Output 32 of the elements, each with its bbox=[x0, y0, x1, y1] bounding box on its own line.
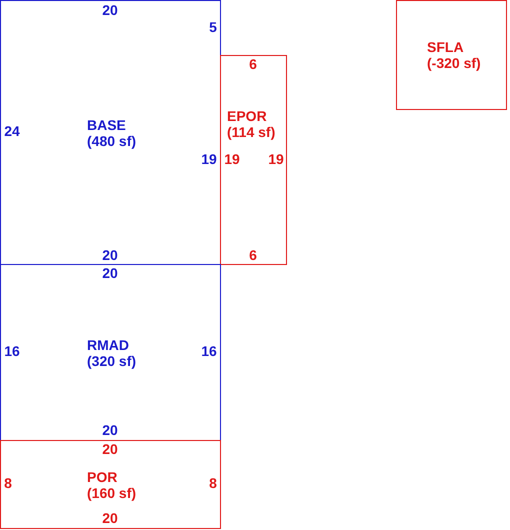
area-label: (320 sf) bbox=[87, 353, 136, 369]
dimension-label: 20 bbox=[102, 441, 118, 457]
dimension-label: 19 bbox=[224, 151, 240, 167]
room-name: SFLA bbox=[427, 39, 464, 55]
room-outline bbox=[0, 0, 221, 265]
dimension-label: 16 bbox=[201, 343, 217, 359]
room-outline bbox=[396, 0, 507, 110]
room-name: RMAD bbox=[87, 337, 129, 353]
room-name: BASE bbox=[87, 117, 126, 133]
dimension-label: 20 bbox=[102, 247, 118, 263]
dimension-label: 8 bbox=[4, 475, 12, 491]
dimension-label: 20 bbox=[102, 2, 118, 18]
dimension-label: 8 bbox=[209, 475, 217, 491]
dimension-label: 19 bbox=[268, 151, 284, 167]
room-name: POR bbox=[87, 469, 118, 485]
dimension-label: 20 bbox=[102, 265, 118, 281]
room-name: EPOR bbox=[227, 108, 267, 124]
dimension-label: 24 bbox=[4, 123, 20, 139]
room-outline bbox=[0, 264, 221, 441]
room-outline bbox=[220, 55, 287, 265]
area-label: (-320 sf) bbox=[427, 55, 481, 71]
room-outline bbox=[0, 440, 221, 529]
dimension-label: 20 bbox=[102, 510, 118, 526]
dimension-label: 6 bbox=[249, 56, 257, 72]
area-label: (114 sf) bbox=[227, 124, 276, 140]
dimension-label: 6 bbox=[249, 247, 257, 263]
dimension-label: 20 bbox=[102, 422, 118, 438]
area-label: (160 sf) bbox=[87, 485, 136, 501]
dimension-label: 19 bbox=[201, 151, 217, 167]
dimension-label: 5 bbox=[209, 19, 217, 35]
dimension-label: 16 bbox=[4, 343, 20, 359]
area-label: (480 sf) bbox=[87, 133, 136, 149]
